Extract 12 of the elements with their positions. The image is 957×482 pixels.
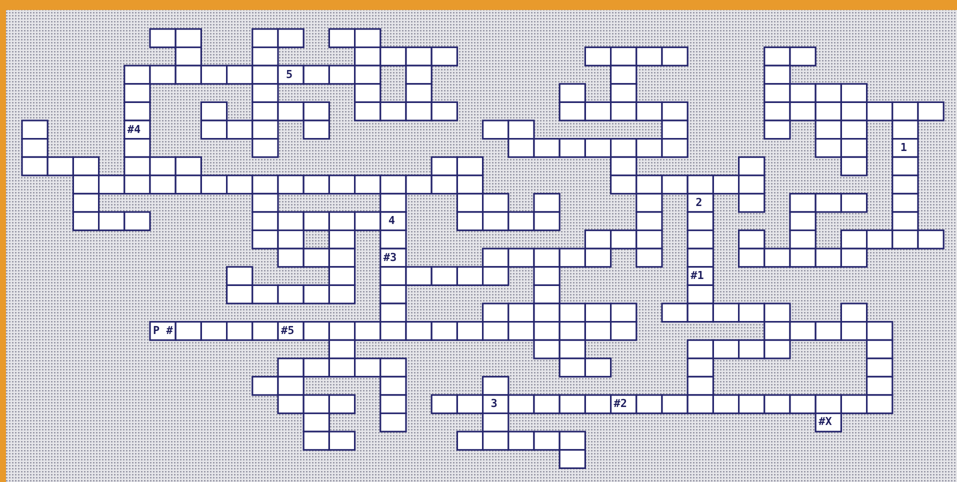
- clue-mark: #4: [127, 124, 141, 136]
- clue-mark: 3: [490, 398, 498, 410]
- clue-mark: #2: [614, 398, 628, 410]
- clue-mark: 4: [388, 215, 396, 227]
- clue-mark: 5: [286, 68, 293, 81]
- clue-mark: 2: [696, 196, 702, 209]
- clue-mark: #X: [818, 416, 832, 428]
- clue-mark: 1: [900, 142, 908, 154]
- clue-mark: #5: [281, 324, 294, 337]
- clue-mark: P #: [153, 324, 173, 337]
- clue-mark: #1: [690, 270, 704, 282]
- clue-mark: #3: [383, 252, 397, 264]
